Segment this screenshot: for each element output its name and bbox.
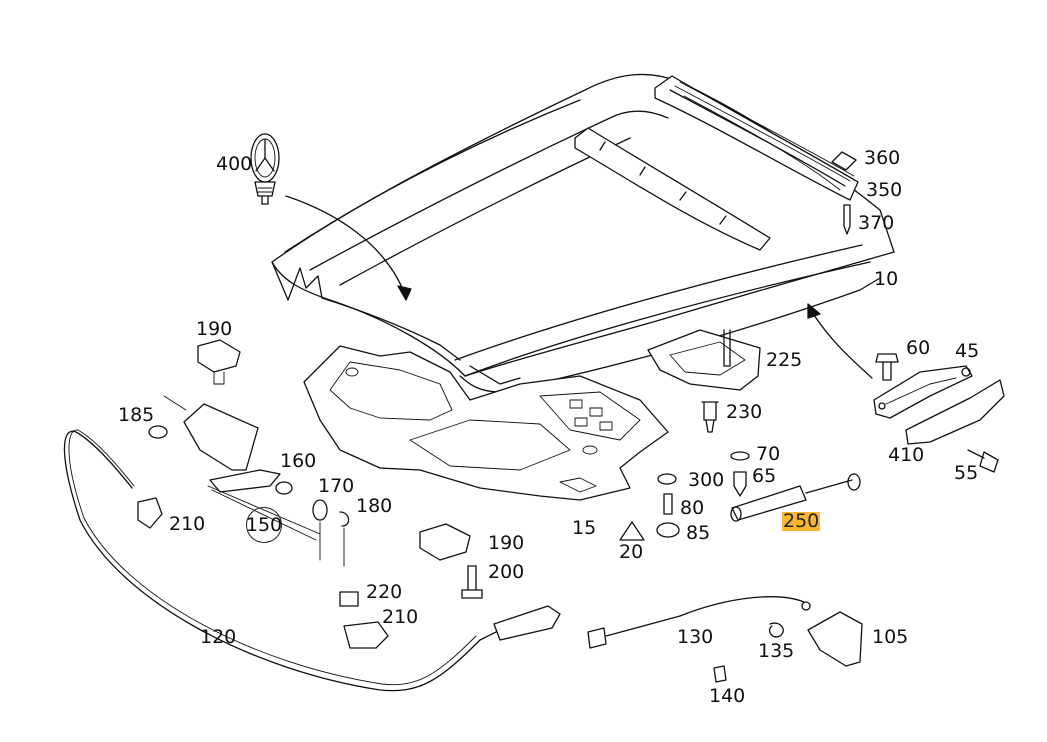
part-label-360[interactable]: 360 (864, 147, 901, 169)
part-label-150[interactable]: 150 (246, 507, 282, 543)
part-label-160[interactable]: 160 (280, 450, 317, 472)
clip-140-drawing (713, 665, 727, 683)
clip-360-drawing (831, 151, 857, 171)
part-label-230[interactable]: 230 (726, 401, 763, 423)
part-label-105[interactable]: 105 (872, 626, 909, 648)
part-label-85[interactable]: 85 (686, 522, 711, 544)
part-label-170[interactable]: 170 (318, 475, 355, 497)
part-label-220[interactable]: 220 (366, 581, 403, 603)
part-label-190-top[interactable]: 190 (196, 318, 233, 340)
gas-strut-250-drawing (730, 473, 861, 522)
bolt-60-drawing (875, 353, 899, 381)
bracket-105-drawing (807, 611, 863, 667)
washer-70-drawing (730, 451, 750, 461)
part-label-60[interactable]: 60 (906, 337, 931, 359)
grommet-185-drawing (148, 425, 168, 439)
part-label-140[interactable]: 140 (709, 685, 746, 707)
cable-130-drawing (587, 596, 811, 649)
part-label-210-middle[interactable]: 210 (382, 606, 419, 628)
clip-20-drawing (619, 521, 645, 541)
part-label-410[interactable]: 410 (888, 444, 925, 466)
part-label-180[interactable]: 180 (356, 495, 393, 517)
part-label-370[interactable]: 370 (858, 212, 895, 234)
bolt-55-drawing (967, 449, 999, 473)
clip-180-drawing (339, 511, 350, 527)
ring-300-drawing (657, 473, 677, 485)
emblem-arrow (285, 195, 405, 293)
latch-45-drawing (873, 365, 973, 419)
part-label-130[interactable]: 130 (677, 626, 714, 648)
part-80-drawing (663, 493, 673, 515)
grommet-85-drawing (656, 522, 680, 538)
part-label-135[interactable]: 135 (758, 640, 795, 662)
hinge-190a-drawing (197, 339, 241, 385)
part-label-210-left[interactable]: 210 (169, 513, 206, 535)
hinge-160-drawing (163, 395, 293, 495)
part-label-10[interactable]: 10 (874, 268, 899, 290)
spring-170-drawing (312, 499, 328, 521)
part-label-190-middle[interactable]: 190 (488, 532, 525, 554)
screw-370-drawing (843, 204, 851, 235)
hinge-190b-drawing (419, 523, 471, 561)
part-label-45[interactable]: 45 (955, 340, 980, 362)
insulation-mat-drawing (303, 345, 669, 501)
clip-210a-drawing (137, 497, 163, 529)
part-label-70[interactable]: 70 (756, 443, 781, 465)
part-label-200[interactable]: 200 (488, 561, 525, 583)
part-410-drawing (905, 379, 1005, 445)
part-label-300[interactable]: 300 (688, 469, 725, 491)
clip-230-drawing (701, 401, 719, 433)
part-label-55[interactable]: 55 (954, 462, 979, 484)
part-label-185[interactable]: 185 (118, 404, 155, 426)
bolt-220-drawing (339, 591, 359, 607)
star-emblem-drawing (250, 133, 280, 205)
clip-210b-drawing (343, 621, 389, 649)
panel-225-drawing (647, 329, 761, 391)
part-label-80[interactable]: 80 (680, 497, 705, 519)
latch-arrow (811, 311, 873, 379)
clip-135-drawing (768, 622, 784, 638)
bolt-200-drawing (461, 565, 483, 599)
part-65-drawing (733, 471, 747, 497)
hood-drawing (271, 73, 895, 393)
part-label-65[interactable]: 65 (752, 465, 777, 487)
part-label-15[interactable]: 15 (572, 517, 597, 539)
part-label-225[interactable]: 225 (766, 349, 803, 371)
part-label-350[interactable]: 350 (866, 179, 903, 201)
part-label-120[interactable]: 120 (200, 626, 237, 648)
cable-120-drawing (63, 430, 521, 692)
part-label-250[interactable]: 250 (782, 510, 821, 532)
part-label-20[interactable]: 20 (619, 541, 644, 563)
release-handle-drawing (493, 605, 561, 641)
part-label-400[interactable]: 400 (216, 153, 253, 175)
